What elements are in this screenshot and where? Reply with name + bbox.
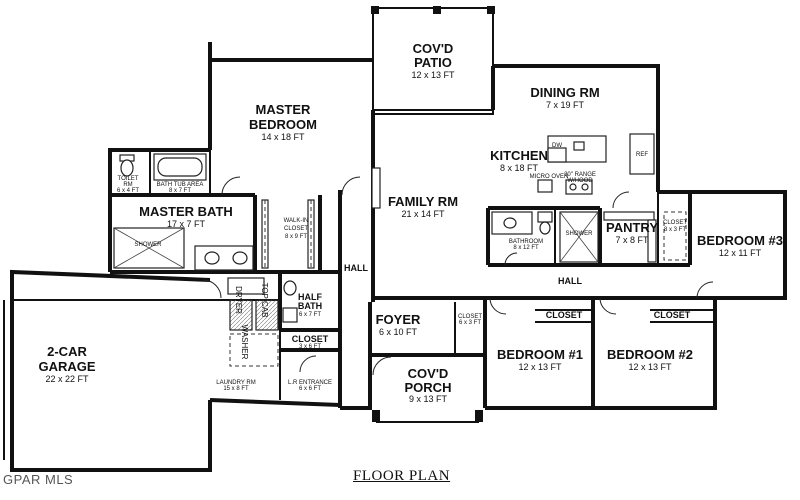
bedroom2-size: 12 x 13 FT <box>628 362 672 372</box>
laundry-fixtures <box>227 277 279 367</box>
family-room-size: 21 x 14 FT <box>401 209 445 219</box>
closet-hb-size: 3 x 6 FT <box>299 344 321 350</box>
dishwasher-label: DW <box>552 143 562 149</box>
toilet-fixture <box>119 154 135 177</box>
pantry-shelves <box>603 211 687 263</box>
walk-in-size: 8 x 9 FT <box>285 234 307 240</box>
master-bedroom-label-1: MASTER <box>256 102 312 117</box>
porch-label-1: COV'D <box>408 366 449 381</box>
half-bath-fixtures <box>282 280 298 323</box>
floor-plan-title: FLOOR PLAN <box>353 468 451 484</box>
patio-label-1: COV'D <box>413 41 454 56</box>
dryer-label: DRYER <box>234 286 243 314</box>
washer-label: WASHER <box>240 325 249 360</box>
mls-watermark: GPAR MLS <box>3 472 74 487</box>
bedroom2-label: BEDROOM #2 <box>607 347 693 362</box>
bathroom-fixtures <box>491 211 599 263</box>
closet-b3-label: CLOSET <box>663 220 687 226</box>
porch-label-2: PORCH <box>405 380 452 395</box>
bedroom1-size: 12 x 13 FT <box>518 362 562 372</box>
dining-label: DINING RM <box>530 85 599 100</box>
porch-size: 9 x 13 FT <box>409 394 448 404</box>
bathroom-label: BATHROOM <box>509 239 543 245</box>
lr-entrance-label: L.R ENTRANCE <box>288 380 332 386</box>
range-sub-label: W/HOOD <box>567 178 593 184</box>
master-bath-size: 17 x 7 FT <box>167 219 206 229</box>
bedroom3-size: 12 x 11 FT <box>719 248 762 258</box>
porch-posts <box>372 410 483 423</box>
door-swings <box>202 176 714 376</box>
foyer-size: 6 x 10 FT <box>379 327 418 337</box>
closet-b2-label: CLOSET <box>654 310 691 320</box>
master-shower-fixture <box>113 227 185 269</box>
micro-oven-label: MICRO OVEN <box>530 174 569 180</box>
bathroom-size: 8 x 12 FT <box>513 245 539 251</box>
patio-label-2: PATIO <box>414 55 452 70</box>
lr-entrance-size: 6 x 6 FT <box>299 386 321 392</box>
bath-shower-label: SHOWER <box>566 231 594 237</box>
walk-in-label-1: WALK-IN <box>284 218 309 224</box>
master-bedroom-label-2: BEDROOM <box>249 117 317 132</box>
laundry-size: 15 x 8 FT <box>223 386 249 392</box>
closet-b1-label: CLOSET <box>546 310 583 320</box>
top-cab-label: TOP CAB <box>260 283 269 318</box>
hall-east-label: HALL <box>558 276 582 286</box>
closet-hb-label: CLOSET <box>292 334 329 344</box>
pantry-size: 7 x 8 FT <box>615 235 649 245</box>
toilet-label-1: TOILET <box>118 176 139 182</box>
bedroom1-label: BEDROOM #1 <box>497 347 583 362</box>
closet-rods <box>261 199 315 269</box>
closet-b3-size: 8 x 3 FT <box>664 227 686 233</box>
half-bath-size: 6 x 7 FT <box>299 312 321 318</box>
foyer-label: FOYER <box>376 312 421 327</box>
closet-foyer-label: CLOSET <box>458 314 482 320</box>
bathtub-fixture <box>153 153 207 181</box>
kitchen-fixtures <box>537 133 655 195</box>
dining-size: 7 x 19 FT <box>546 100 585 110</box>
laundry-label: LAUNDRY RM <box>216 380 255 386</box>
toilet-label-2: RM <box>123 182 132 188</box>
bath-tub-label: BATH TUB AREA <box>157 182 204 188</box>
walk-in-label-2: CLOSET <box>284 226 308 232</box>
kitchen-size: 8 x 18 FT <box>500 163 539 173</box>
pantry-label: PANTRY <box>606 220 658 235</box>
toilet-size: 6 x 4 FT <box>117 188 139 194</box>
fridge-label: REF <box>636 152 648 158</box>
half-bath-label-2: BATH <box>298 301 322 311</box>
bedroom3-label: BEDROOM #3 <box>697 233 783 248</box>
garage-size: 22 x 22 FT <box>45 374 89 384</box>
closet-foyer-size: 6 x 3 FT <box>459 320 481 326</box>
master-shower-label: SHOWER <box>135 242 163 248</box>
master-bedroom-size: 14 x 18 FT <box>261 132 305 142</box>
family-room-fireplace <box>371 167 381 209</box>
kitchen-label: KITCHEN <box>490 148 548 163</box>
bath-tub-size: 8 x 7 FT <box>169 188 191 194</box>
master-bath-label: MASTER BATH <box>139 204 233 219</box>
hall-west-label: HALL <box>344 263 368 273</box>
range-label: 30" RANGE <box>564 172 596 178</box>
garage-label-1: 2-CAR <box>47 344 87 359</box>
patio-size: 12 x 13 FT <box>411 70 455 80</box>
garage-door <box>3 300 210 472</box>
family-room-label: FAMILY RM <box>388 194 458 209</box>
master-vanity-fixture <box>194 245 254 271</box>
garage-label-2: GARAGE <box>38 359 95 374</box>
half-bath-label-1: HALF <box>298 292 322 302</box>
